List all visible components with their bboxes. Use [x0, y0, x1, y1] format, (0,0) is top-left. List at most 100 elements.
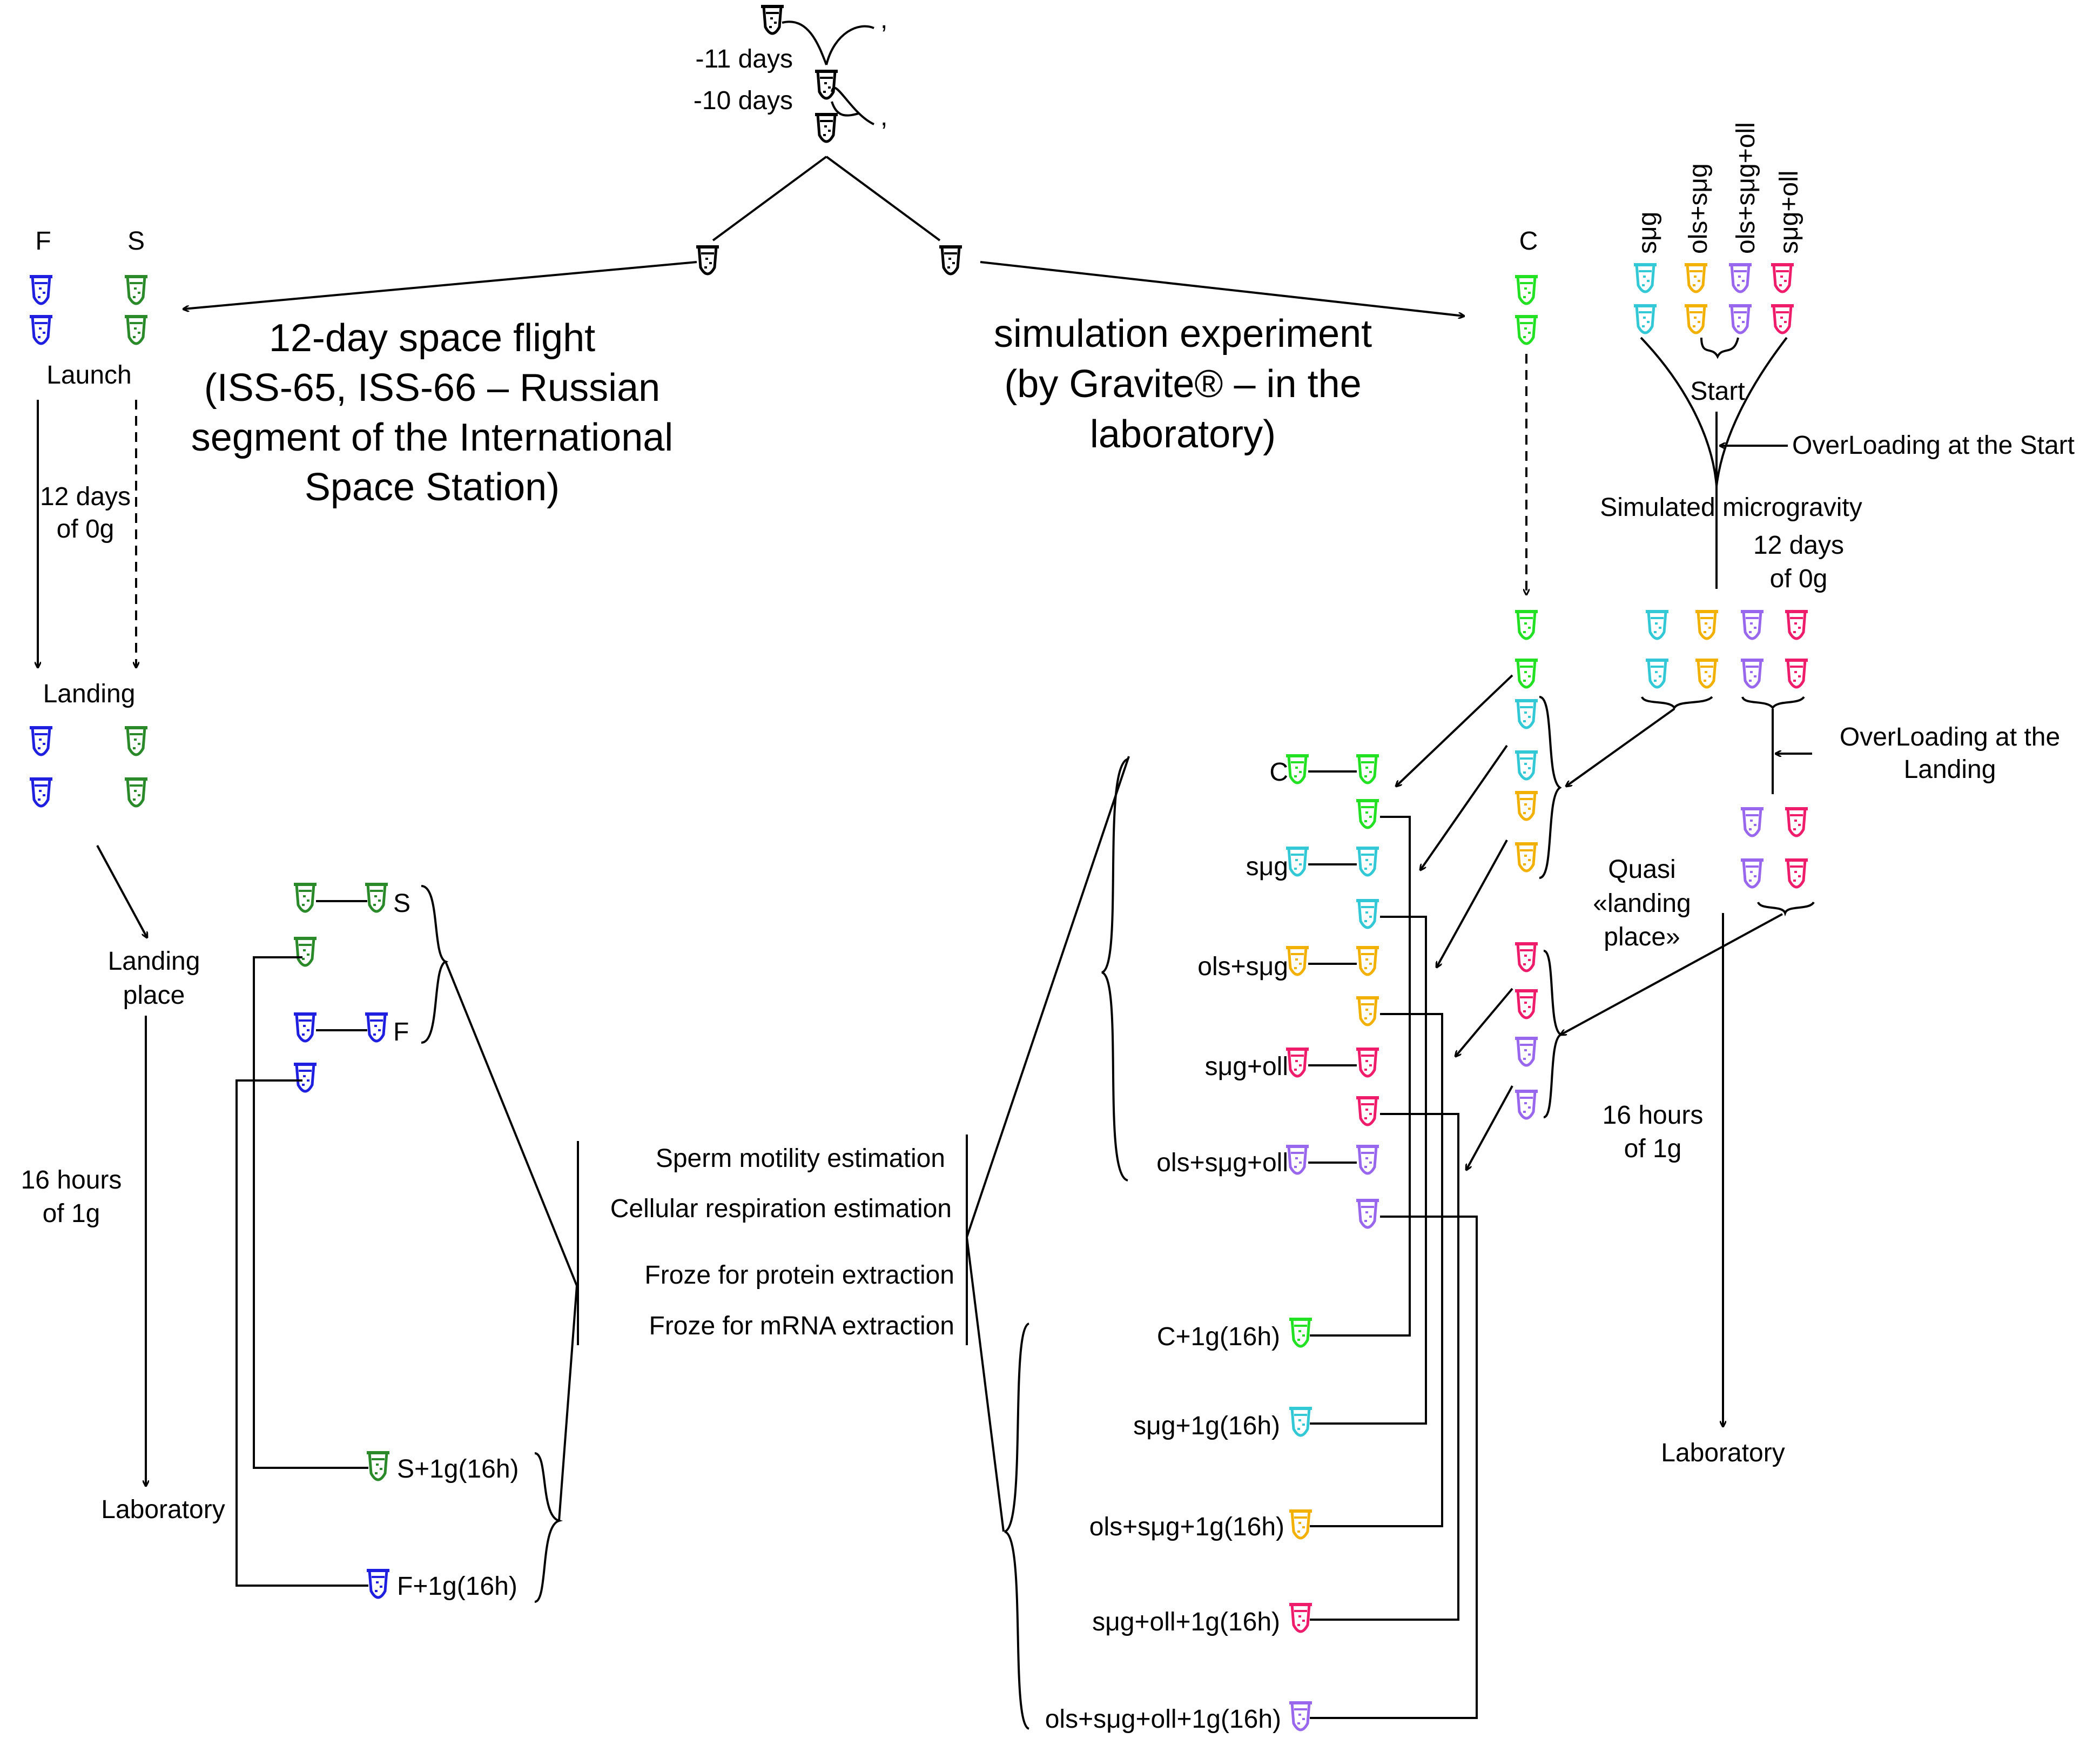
svg-text:Space Station): Space Station): [305, 466, 560, 509]
test-tube-icon: [294, 1014, 317, 1041]
test-tube-icon: [125, 317, 147, 344]
test-tube-icon: [1356, 1200, 1379, 1227]
svg-text:segment of the International: segment of the International: [191, 416, 674, 459]
test-tube-icon: [1685, 306, 1707, 333]
test-tube-icon: [1634, 306, 1657, 333]
column-label-sug: sμg: [1633, 212, 1662, 254]
landing-label: Landing: [43, 680, 136, 708]
group-ols-sug-1g-label: ols+sμg+1g(16h): [1089, 1513, 1284, 1541]
test-tube-icon: [1515, 317, 1538, 344]
test-tube-icon: [1741, 860, 1764, 887]
test-tube-icon: [1356, 801, 1379, 828]
duration-1g-sim: of 1g: [1624, 1135, 1682, 1163]
test-tube-icon: [1685, 265, 1707, 292]
test-tube-icon: [939, 247, 962, 274]
test-tube-icon: [1286, 756, 1309, 783]
test-tube-icon: [1356, 948, 1379, 975]
test-tube-icon: [1515, 701, 1538, 728]
group-ols-sug-oll-1g-label: ols+sμg+oll+1g(16h): [1045, 1705, 1281, 1734]
column-label-c: C: [1519, 227, 1538, 256]
launch-label: Launch: [46, 361, 131, 390]
analysis-methods: Sperm motility estimation Cellular respi…: [610, 756, 1130, 1730]
svg-text:«landing: «landing: [1593, 889, 1691, 918]
column-label-f: F: [35, 227, 51, 256]
test-tube-icon: [1356, 1146, 1379, 1173]
svg-text:12-day space flight: 12-day space flight: [269, 317, 595, 360]
test-tube-icon: [1515, 612, 1538, 639]
test-tube-icon: [1741, 660, 1764, 687]
svg-text:(by Gravite® – in the: (by Gravite® – in the: [1004, 363, 1361, 406]
group-ols-sug-label: ols+sμg: [1197, 952, 1288, 981]
test-tube-icon: [1289, 1319, 1312, 1346]
test-tube-icon: [1515, 1091, 1538, 1118]
test-tube-icon: [30, 277, 52, 304]
test-tube-icon: [125, 779, 147, 806]
group-c-1g-label: C+1g(16h): [1157, 1323, 1280, 1351]
quasi-landing-label: Quasi: [1608, 855, 1675, 884]
test-tube-icon: [30, 728, 52, 755]
test-tube-icon: [815, 71, 838, 98]
svg-text:Landing: Landing: [1904, 755, 1996, 784]
test-tube-icon: [1515, 1038, 1538, 1065]
column-label-ols-sug-oll: ols+sμg+oll: [1732, 122, 1760, 254]
simulation-title: simulation experiment (by Gravite® – in …: [994, 312, 1372, 456]
test-tube-icon: [1289, 1511, 1312, 1538]
test-tube-icon: [1729, 265, 1752, 292]
flight-branch: 12-day space flight (ISS-65, ISS-66 – Ru…: [21, 227, 674, 1603]
start-label: Start: [1690, 377, 1745, 406]
svg-text:,: ,: [880, 5, 887, 34]
group-sug-1g-label: sμg+1g(16h): [1133, 1412, 1280, 1440]
group-f-1g-label: F+1g(16h): [397, 1572, 517, 1601]
test-tube-icon: [1286, 948, 1309, 975]
test-tube-icon: [125, 277, 147, 304]
group-sug-label: sμg: [1246, 852, 1288, 881]
group-s-label: S: [393, 889, 410, 918]
svg-text:place: place: [123, 981, 185, 1010]
test-tube-icon: [1785, 860, 1808, 887]
test-tube-icon: [294, 1064, 317, 1091]
test-tube-icon: [1741, 809, 1764, 836]
duration-16-hours: 16 hours: [21, 1166, 122, 1194]
test-tube-icon: [367, 1570, 389, 1597]
test-tube-icon: [1771, 265, 1794, 292]
test-tube-icon: [125, 728, 147, 755]
test-tube-icon: [761, 6, 784, 33]
group-f-label: F: [393, 1018, 409, 1046]
test-tube-icon: [1289, 1703, 1312, 1730]
overloading-landing-label: OverLoading at the: [1840, 723, 2060, 751]
laboratory-label: Laboratory: [101, 1495, 225, 1524]
test-tube-icon: [696, 247, 719, 274]
duration-16-hours-sim: 16 hours: [1603, 1101, 1704, 1130]
group-sug-oll-label: sμg+oll: [1205, 1052, 1288, 1081]
column-label-s: S: [127, 227, 145, 256]
test-tube-icon: [1634, 265, 1657, 292]
svg-text:place»: place»: [1604, 923, 1680, 951]
duration-12-days-sim: 12 days: [1753, 531, 1844, 560]
test-tube-icon: [1515, 752, 1538, 779]
analysis-protein: Froze for protein extraction: [644, 1261, 954, 1290]
column-label-ols-sug: ols+sμg: [1684, 163, 1713, 254]
duration-12-days: 12 days: [40, 482, 131, 511]
svg-text:laboratory): laboratory): [1090, 413, 1276, 456]
simulation-branch: simulation experiment (by Gravite® – in …: [994, 122, 2075, 1734]
flight-title: 12-day space flight (ISS-65, ISS-66 – Ru…: [191, 317, 674, 509]
test-tube-icon: [1646, 660, 1668, 687]
test-tube-icon: [1356, 1049, 1379, 1076]
test-tube-icon: [815, 115, 838, 142]
test-tube-icon: [1286, 1049, 1309, 1076]
test-tube-icon: [1289, 1408, 1312, 1435]
test-tube-icon: [1356, 848, 1379, 875]
test-tube-icon: [294, 938, 317, 965]
test-tube-icon: [1515, 844, 1538, 871]
test-tube-icon: [1785, 612, 1808, 639]
group-s-1g-label: S+1g(16h): [397, 1455, 519, 1484]
test-tube-icon: [1771, 306, 1794, 333]
test-tube-icon: [1286, 1146, 1309, 1173]
overloading-start-label: OverLoading at the Start: [1792, 431, 2075, 460]
landing-place-label: Landing: [108, 947, 200, 976]
duration-0g-sim: of 0g: [1770, 565, 1828, 593]
group-c-label: C: [1269, 758, 1288, 787]
analysis-motility: Sperm motility estimation: [656, 1144, 945, 1173]
